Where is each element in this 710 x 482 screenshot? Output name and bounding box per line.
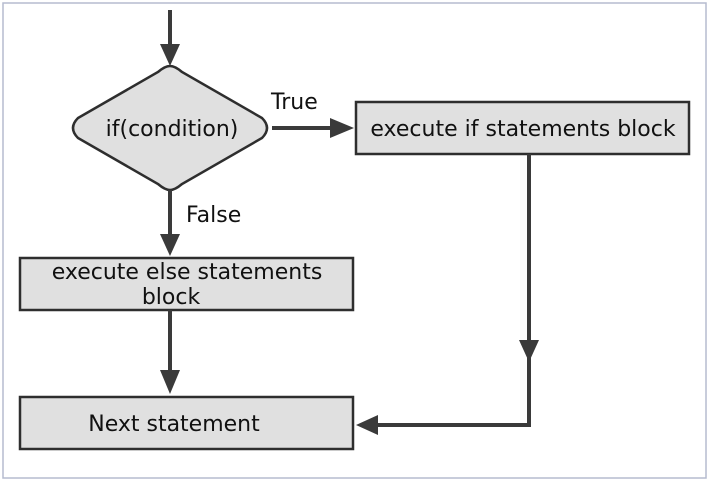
true-edge: True [270, 90, 354, 138]
else-to-next-edge [160, 310, 180, 394]
if-block-node: execute if statements block [354, 100, 691, 156]
decision-label: if(condition) [106, 117, 239, 142]
next-statement-label: Next statement [88, 412, 260, 437]
else-block-label-line2: block [142, 285, 201, 310]
false-edge: False [160, 190, 241, 256]
false-label: False [186, 203, 241, 228]
entry-arrow [160, 10, 180, 66]
if-to-next-edge [356, 154, 539, 435]
decision-node: if(condition) [71, 64, 269, 192]
next-statement-node: Next statement [18, 395, 355, 451]
true-label: True [270, 90, 318, 115]
else-block-node: execute else statements block [18, 256, 355, 312]
else-block-label-line1: execute else statements [52, 260, 323, 285]
if-block-label: execute if statements block [370, 117, 675, 142]
